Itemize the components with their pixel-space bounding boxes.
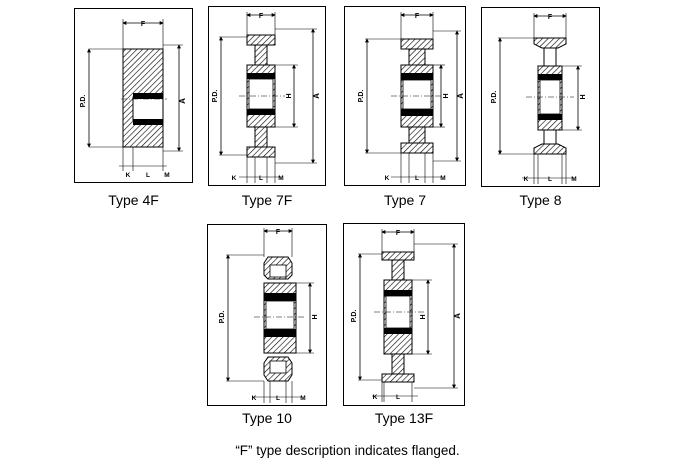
- dim-h-label: H: [580, 94, 587, 99]
- dim-h-label: H: [443, 93, 450, 98]
- dim-f-label: F: [259, 13, 264, 20]
- dim-m-label: M: [440, 175, 445, 182]
- dim-h-label: H: [286, 93, 293, 98]
- dim-h-label: H: [420, 314, 427, 319]
- diagram-type-10: F P.D. H K L M: [207, 224, 327, 406]
- dim-a-label: A: [312, 93, 321, 99]
- dim-f-label: F: [548, 14, 553, 21]
- dim-m-label: M: [300, 395, 305, 402]
- dim-l-label: L: [276, 395, 280, 402]
- caption-type-13f: Type 13F: [374, 410, 434, 426]
- diagram-type-7: F P.D. H A K L M: [344, 6, 466, 186]
- dim-k-label: K: [232, 175, 237, 182]
- pulley-7-drawing: F P.D. H A K L M: [358, 12, 465, 183]
- dim-k-label: K: [373, 394, 378, 401]
- caption-type-4f: Type 4F: [108, 192, 159, 208]
- pulley-4f-drawing: F P.D. A K L M: [80, 19, 187, 179]
- caption-type-7: Type 7: [383, 192, 427, 208]
- dim-l-label: L: [396, 394, 400, 401]
- pulley-8-drawing: F P.D. H K L M: [491, 13, 587, 184]
- dim-h-label: H: [312, 314, 319, 319]
- dim-pd-label: P.D.: [491, 91, 498, 104]
- dim-k-label: K: [126, 172, 131, 179]
- dim-a-label: A: [453, 313, 462, 319]
- dim-l-label: L: [415, 175, 419, 182]
- dim-f-label: F: [415, 13, 420, 20]
- pulley-13f-drawing: F P.D. H A K L: [351, 229, 462, 402]
- dim-pd-label: P.D.: [212, 90, 219, 103]
- diagram-type-8: F P.D. H K L M: [481, 7, 600, 187]
- dim-f-label: F: [396, 230, 401, 237]
- dim-m-label: M: [278, 175, 283, 182]
- dim-l-label: L: [548, 176, 552, 183]
- dim-a-label: A: [456, 93, 465, 99]
- dim-f-label: F: [276, 229, 281, 236]
- caption-type-7f: Type 7F: [241, 192, 293, 208]
- dim-a-label: A: [178, 98, 187, 104]
- caption-type-10: Type 10: [242, 410, 292, 426]
- footnote: “F” type description indicates flanged.: [235, 443, 460, 458]
- diagram-type-7f: F P.D. H A K L M: [208, 6, 326, 186]
- dim-l-label: L: [259, 175, 263, 182]
- dim-m-label: M: [571, 176, 576, 183]
- pulley-7f-drawing: F P.D. H A K L M: [212, 12, 321, 183]
- pulley-10-drawing: F P.D. H K L M: [219, 228, 319, 403]
- dim-pd-label: P.D.: [358, 90, 365, 103]
- dim-k-label: K: [385, 175, 390, 182]
- dim-f-label: F: [141, 21, 146, 28]
- diagram-type-13f: F P.D. H A K L: [343, 223, 465, 406]
- dim-pd-label: P.D.: [219, 311, 226, 324]
- caption-type-8: Type 8: [519, 192, 562, 208]
- dim-k-label: K: [524, 176, 529, 183]
- dim-m-label: M: [164, 172, 169, 179]
- dim-pd-label: P.D.: [351, 310, 358, 323]
- dim-k-label: K: [252, 395, 257, 402]
- dim-pd-label: P.D.: [80, 95, 87, 108]
- dim-l-label: L: [146, 172, 150, 179]
- diagram-type-4f: F P.D. A K L M: [74, 8, 193, 183]
